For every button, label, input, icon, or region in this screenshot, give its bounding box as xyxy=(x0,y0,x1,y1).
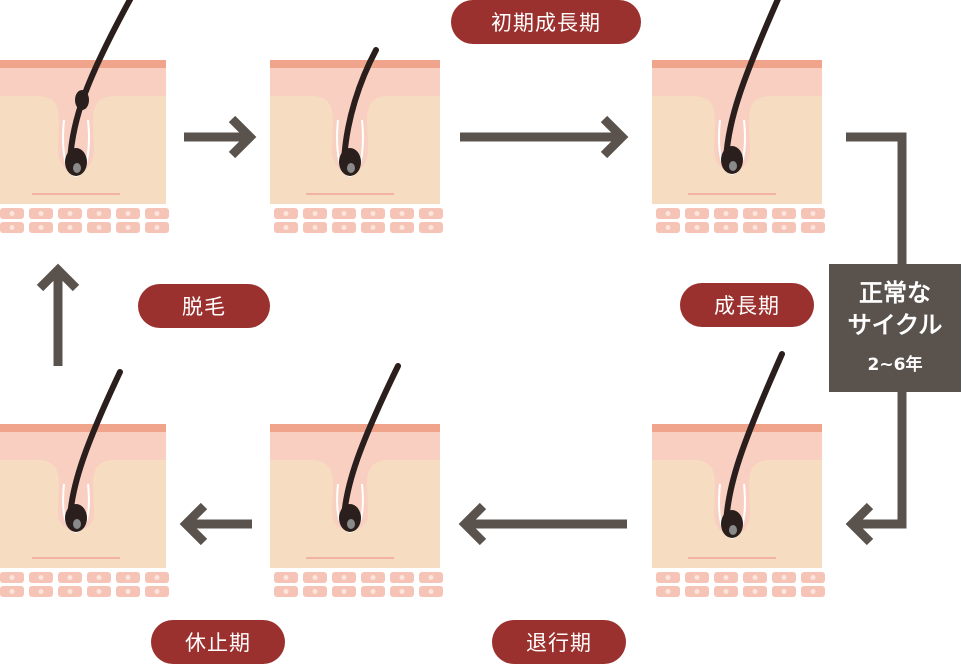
hair-shaft xyxy=(723,351,785,527)
fat-cells xyxy=(0,572,169,597)
hair-bulb xyxy=(339,504,361,532)
shed-hair-bulb xyxy=(75,90,89,110)
panel-anagen xyxy=(652,0,825,233)
skin-surface xyxy=(270,60,440,68)
dermal-papilla xyxy=(729,525,737,535)
panel-early-anagen xyxy=(270,47,443,233)
epidermis xyxy=(652,68,822,96)
dermal-papilla xyxy=(347,519,355,529)
hair-bulb xyxy=(721,146,743,174)
panel-anagen-2 xyxy=(652,351,825,597)
label-early-anagen: 初期成長期 xyxy=(451,0,641,44)
arrow-cycle-right xyxy=(845,132,907,546)
skin-surface xyxy=(0,424,166,432)
label-catagen: 退行期 xyxy=(492,620,626,664)
fat-cells xyxy=(656,572,825,597)
label-telogen: 休止期 xyxy=(151,620,285,664)
epidermis xyxy=(652,432,822,460)
cycle-title-line1: 正常な xyxy=(859,279,931,307)
hair-shaft xyxy=(723,0,781,163)
hair-cycle-diagram xyxy=(0,0,907,597)
dermal-papilla xyxy=(347,163,355,173)
fat-cells xyxy=(0,208,169,233)
dermal-papilla xyxy=(73,519,81,529)
cycle-title-line2: サイクル xyxy=(847,311,943,339)
arrow-right-2 xyxy=(460,115,629,159)
dermal-papilla xyxy=(73,163,81,173)
epidermis xyxy=(270,432,440,460)
arrow-left-1 xyxy=(458,502,627,546)
label-shedding: 脱毛 xyxy=(138,284,270,328)
fat-cells xyxy=(274,208,443,233)
label-shedding-text: 脱毛 xyxy=(182,295,226,319)
panel-shedding xyxy=(0,0,169,233)
arrow-left-2 xyxy=(179,502,252,546)
skin-surface xyxy=(0,60,166,68)
label-early-anagen-text: 初期成長期 xyxy=(491,11,601,35)
dermal-papilla xyxy=(729,161,737,171)
cycle-duration: 2~6年 xyxy=(867,355,923,375)
label-anagen-text: 成長期 xyxy=(714,294,780,318)
skin-surface xyxy=(652,60,822,68)
panel-telogen xyxy=(0,369,169,597)
hair-shaft xyxy=(341,47,379,165)
hair-bulb xyxy=(65,148,87,176)
label-anagen: 成長期 xyxy=(680,283,814,327)
hair-bulb xyxy=(65,504,87,532)
hair-bulb xyxy=(721,510,743,538)
fat-cells xyxy=(274,572,443,597)
hair-bulb xyxy=(339,148,361,176)
label-catagen-text: 退行期 xyxy=(526,631,592,655)
arrow-up xyxy=(36,263,80,366)
normal-cycle-box: 正常な サイクル 2~6年 xyxy=(829,264,961,392)
panel-catagen xyxy=(270,363,443,597)
follicle-sheath xyxy=(310,96,390,173)
label-telogen-text: 休止期 xyxy=(185,631,251,655)
fat-cells xyxy=(656,208,825,233)
arrow-right-1 xyxy=(184,115,257,159)
skin-surface xyxy=(270,424,440,432)
skin-surface xyxy=(652,424,822,432)
